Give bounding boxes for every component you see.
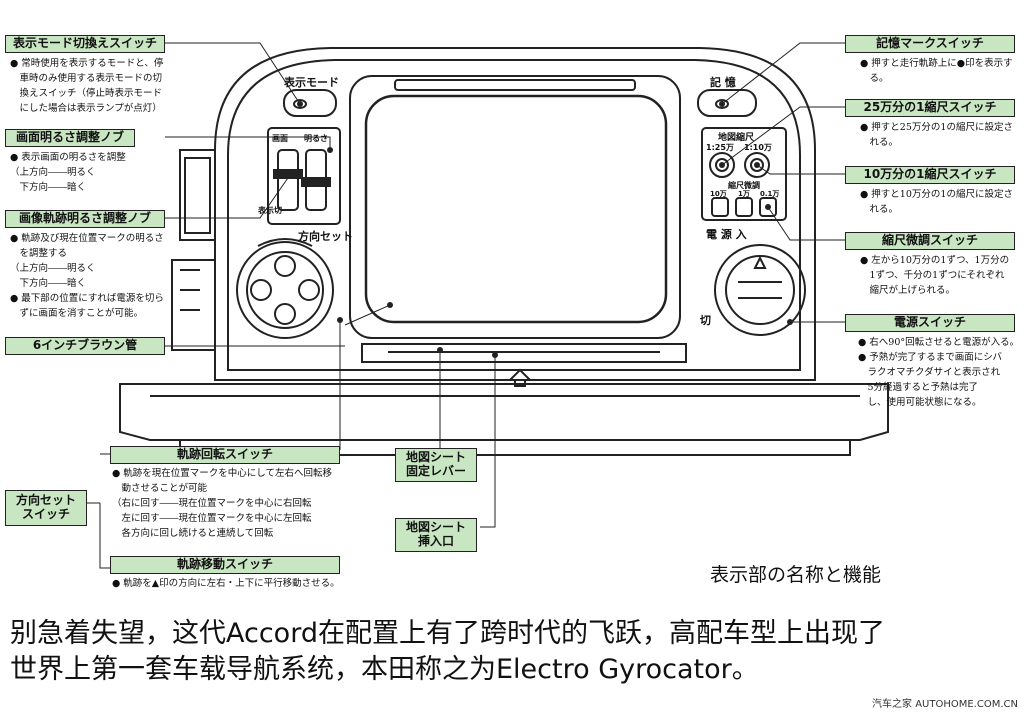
brightness-panel: [267, 127, 341, 225]
callout-map-sheet-slot: 地図シート 挿入口: [395, 518, 477, 552]
watermark: 汽车之家 AUTOHOME.COM.CN: [872, 699, 1018, 710]
label-screen: 画面: [272, 134, 288, 143]
label-map-scale: 地図縮尺: [718, 133, 755, 143]
caption-line-2: 世界上第一套车载导航系统，本田称之为Electro Gyrocator。: [10, 654, 759, 685]
callout-track-rotate-switch: 軌跡回転スイッチ: [110, 446, 340, 464]
arrow-up-icon: [509, 368, 531, 387]
power-knob: [714, 244, 806, 336]
label-display-mode: 表示モード: [284, 76, 339, 89]
caption: 别急着失望，这代Accord在配置上有了跨时代的飞跃，高配车型上出现了 世界上第…: [10, 616, 885, 688]
callout-direction-set-switch: 方向セット スイッチ: [5, 490, 87, 526]
label-scale-250k: 1:25万: [706, 143, 734, 152]
callout-brightness-knob: 画面明るさ調整ノブ: [5, 129, 135, 147]
desc-brightness-knob: ● 表示画面の明るさを調整（上方向――明るく 下方向――暗く: [10, 152, 126, 193]
callout-track-brightness-knob: 画像軌跡明るさ調整ノブ: [5, 210, 165, 228]
direction-dial: [236, 241, 334, 339]
callout-scale-250k: 25万分の1縮尺スイッチ: [845, 99, 1015, 117]
label-memory: 記 憶: [710, 76, 736, 89]
callout-scale-100k: 10万分の1縮尺スイッチ: [845, 166, 1015, 184]
desc-power-switch: ● 右へ90°回転させると電源が入る。● 予熱が完了するまで画面にシバ ラクオマ…: [858, 337, 1020, 408]
desc-track-move-switch: ● 軌跡を▲印の方向に左右・上下に平行移動させる。: [112, 578, 340, 589]
desc-display-mode-switch: ● 常時使用を表示するモードと、停 車時のみ使用する表示モードの切 換えスイッチ…: [10, 58, 164, 114]
label-fine-10man: 10万: [710, 190, 727, 198]
label-fine-01man: 0.1万: [760, 190, 780, 198]
figure-subtitle: 表示部の名称と機能: [710, 564, 882, 586]
label-scale-100k: 1:10万: [744, 143, 772, 152]
desc-scale-100k: ● 押すと10万分の1の縮尺に設定さ れる。: [860, 189, 1013, 215]
callout-map-sheet-lever: 地図シート 固定レバー: [395, 448, 477, 482]
callout-scale-fine: 縮尺微調スイッチ: [845, 232, 1015, 250]
display-mode-button: [283, 89, 337, 117]
housing-outline: [214, 47, 816, 381]
label-scale-fine: 縮尺微調: [728, 181, 760, 190]
desc-scale-250k: ● 押すと25万分の1の縮尺に設定さ れる。: [860, 122, 1013, 148]
screen-bezel: [349, 75, 681, 339]
label-power-on: 電 源 入: [706, 228, 747, 241]
desc-scale-fine: ● 左から10万分の1ずつ、1万分の 1ずつ、千分の1ずつにそれぞれ 縮尺が上げ…: [860, 255, 1010, 296]
desc-track-brightness-knob: ● 軌跡及び現在位置マークの明るさ を調整する（上方向――明るく 下方向――暗く…: [10, 233, 164, 319]
label-display-cut: 表示切: [258, 206, 282, 215]
callout-memory-mark-switch: 記憶マークスイッチ: [845, 35, 1015, 53]
callout-crt: 6インチブラウン管: [5, 337, 165, 355]
crt-screen: [364, 94, 668, 324]
callout-power-switch: 電源スイッチ: [845, 314, 1015, 332]
callout-display-mode-switch: 表示モード切換えスイッチ: [5, 35, 165, 53]
leader-dots: [287, 101, 793, 358]
leader-lines: [60, 42, 845, 569]
base-tray: [119, 383, 889, 441]
desc-memory-mark-switch: ● 押すと走行軌跡上に●印を表示す る。: [860, 58, 1013, 84]
label-direction-set: 方向セット: [298, 230, 353, 243]
desc-track-rotate-switch: ● 軌跡を現在位置マークを中心にして左右へ回転移 動させることが可能（右に回す―…: [112, 468, 333, 539]
label-fine-1man: 1万: [738, 190, 750, 198]
label-track: 明るさ: [304, 134, 328, 143]
label-power-off: 切: [700, 314, 711, 327]
callout-track-move-switch: 軌跡移動スイッチ: [110, 556, 340, 574]
caption-line-1: 别急着失望，这代Accord在配置上有了跨时代的飞跃，高配车型上出现了: [10, 618, 885, 649]
housing-inner: [227, 59, 801, 371]
memory-button: [697, 89, 757, 117]
